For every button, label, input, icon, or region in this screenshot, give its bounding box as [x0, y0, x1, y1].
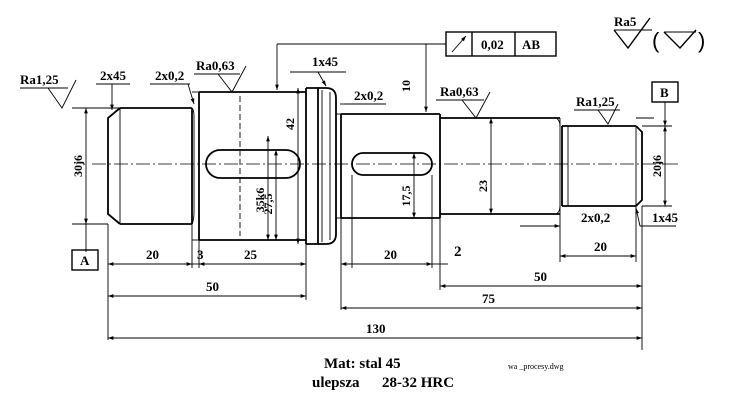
length-groove-gap: 2	[454, 244, 462, 260]
keyway-slot-middle	[351, 152, 433, 176]
roughness-keyway: Ra0,63	[196, 58, 235, 73]
length-left-end: 20	[146, 247, 159, 262]
general-roughness-label: Ra5	[614, 14, 637, 29]
material-note: Mat: stal 45	[324, 356, 401, 372]
shaft-outline	[107, 87, 643, 245]
roughness-small-icon	[663, 29, 697, 50]
groove-left: 2x0,2	[155, 68, 184, 83]
chamfer-right-end: 1x45	[652, 210, 679, 225]
diameter-right-end: 20j6	[650, 155, 664, 177]
top-annotations	[20, 43, 676, 228]
tolerance-datum: AB	[522, 37, 540, 52]
bracket-close: )	[698, 28, 705, 53]
datum-a-label: A	[80, 253, 90, 268]
roughness-middle: Ra0,63	[440, 84, 479, 99]
bracket-open: (	[652, 28, 660, 53]
chamfer-left-end: 2x45	[100, 68, 127, 83]
general-roughness: Ra5 ( )	[613, 14, 705, 53]
groove-middle: 2x0,2	[354, 88, 383, 103]
filename-note: wa _procesy.dwg	[508, 362, 563, 371]
tolerance-value: 0,02	[481, 37, 504, 52]
groove-right: 2x0,2	[581, 210, 610, 225]
tolerance-frame: 0,02 AB	[445, 31, 557, 57]
hardness-note: 28-32 HRC	[382, 375, 454, 391]
keyway-slot-left	[205, 149, 301, 179]
datum-a-box	[71, 249, 99, 271]
treatment-label: ulepsza	[312, 375, 360, 391]
length-right-total: 75	[482, 291, 496, 306]
length-shoulder: 3	[197, 247, 204, 262]
keyway-width: 10	[399, 80, 413, 92]
diameter-middle-keyway-depth: 17,5	[399, 186, 413, 207]
diameter-keyway-depth: 27,5	[261, 194, 275, 215]
diameter-middle-section: 23	[476, 180, 490, 192]
diameter-collar: 42	[283, 118, 297, 130]
roughness-right-end: Ra1,25	[576, 94, 615, 109]
length-keyway: 25	[244, 247, 258, 262]
diameter-keyway-section: 35k6	[253, 188, 267, 213]
length-overall: 130	[366, 321, 386, 336]
length-dimensions	[107, 175, 643, 350]
diameter-dimensions	[72, 87, 672, 252]
chamfer-collar: 1x45	[312, 54, 339, 69]
length-right-end: 20	[594, 239, 607, 254]
roughness-check-icon	[613, 17, 651, 50]
diameter-left-end: 30j6	[71, 155, 85, 177]
length-middle-keyway: 20	[384, 247, 397, 262]
roughness-left-end: Ra1,25	[20, 72, 59, 87]
length-right-section: 50	[534, 269, 547, 284]
length-left-total: 50	[206, 279, 219, 294]
datum-b-box	[651, 81, 679, 103]
datum-b-label: B	[660, 85, 669, 100]
runout-arrow-icon	[451, 35, 467, 53]
